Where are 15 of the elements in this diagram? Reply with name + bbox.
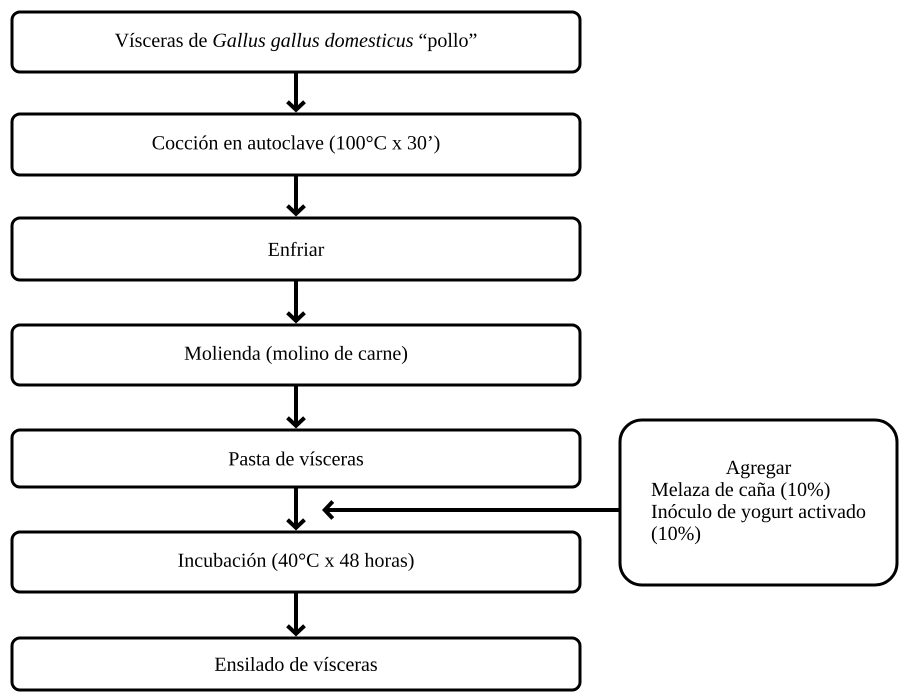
process-box: Agregar Melaza de caña (10%) Inóculo de yogurt activado (10%) — [618, 418, 898, 586]
process-box: Enfriar — [10, 216, 582, 282]
process-box: Vísceras de Gallus gallus domesticus “pollo” — [10, 10, 582, 74]
arrow — [286, 593, 306, 636]
arrow — [286, 386, 306, 428]
process-box: Cocción en autoclave (100°C x 30’) — [10, 112, 582, 176]
arrow — [322, 500, 618, 520]
process-box: Molienda (molino de carne) — [10, 324, 582, 386]
process-box: Pasta de vísceras — [10, 428, 582, 488]
arrow — [286, 176, 306, 216]
arrow — [286, 74, 306, 112]
arrow — [286, 281, 306, 324]
arrow — [286, 488, 306, 530]
process-box: Ensilado de vísceras — [10, 636, 582, 692]
process-box: Incubación (40°C x 48 horas) — [10, 530, 582, 594]
